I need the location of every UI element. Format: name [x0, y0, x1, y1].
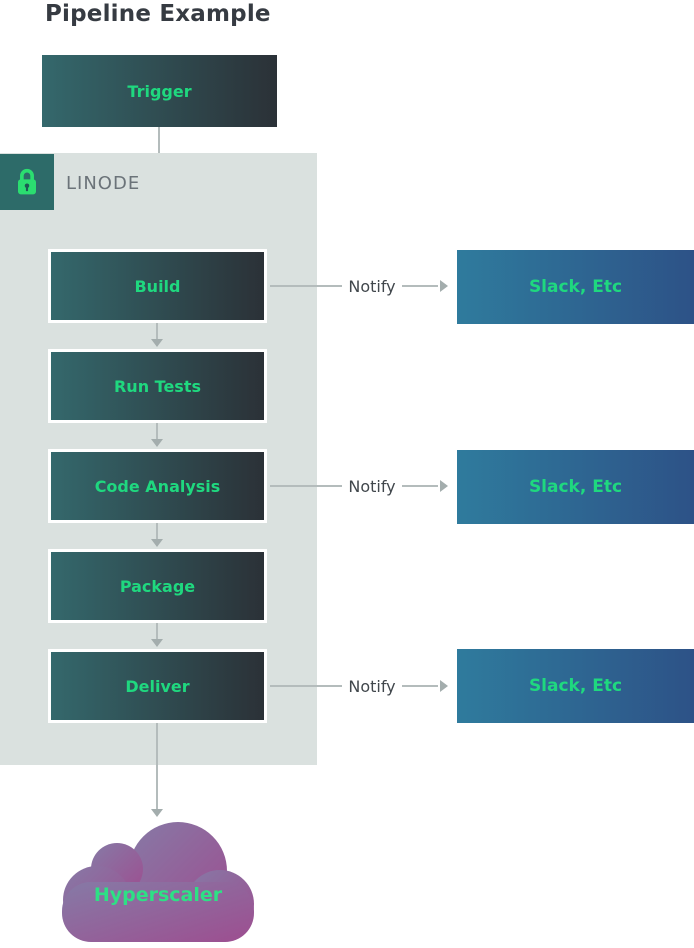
page-title: Pipeline Example	[45, 1, 271, 27]
arrow-run-tests-to-code-analysis	[151, 423, 163, 447]
arrow-head-down-icon	[151, 809, 163, 817]
arrow-build-to-run-tests	[151, 323, 163, 347]
arrow-line	[402, 485, 438, 487]
notify-label-deliver: Notify	[348, 677, 396, 696]
step-box-build: Build	[48, 249, 267, 323]
lock-icon	[18, 168, 36, 195]
slack-label: Slack, Etc	[528, 676, 623, 696]
arrow-line	[156, 623, 158, 639]
lock-badge	[0, 154, 54, 210]
arrow-line	[402, 285, 438, 287]
slack-label: Slack, Etc	[528, 477, 623, 497]
step-label: Build	[134, 276, 181, 296]
arrow-code-analysis-to-package	[151, 523, 163, 547]
step-label: Code Analysis	[94, 476, 221, 496]
notify-line-code-analysis	[270, 485, 342, 487]
arrow-package-to-deliver	[151, 623, 163, 647]
arrow-head-right-icon	[440, 480, 448, 492]
cloud-icon	[62, 822, 254, 942]
step-label: Package	[119, 576, 196, 596]
arrow-line	[402, 685, 438, 687]
notify-arrow-deliver	[402, 680, 448, 692]
arrow-head-down-icon	[151, 439, 163, 447]
step-box-package: Package	[48, 549, 267, 623]
slack-label: Slack, Etc	[528, 277, 623, 297]
notify-arrow-build	[402, 280, 448, 292]
arrow-head-right-icon	[440, 680, 448, 692]
cloud-label: Hyperscaler	[93, 884, 223, 906]
slack-box-build: Slack, Etc	[457, 250, 694, 324]
arrow-head-right-icon	[440, 280, 448, 292]
arrow-head-down-icon	[151, 639, 163, 647]
notify-line-build	[270, 285, 342, 287]
arrow-deliver-to-hyperscaler	[151, 723, 163, 817]
arrow-line	[156, 523, 158, 539]
linode-label: LINODE	[66, 173, 141, 194]
step-box-run-tests: Run Tests	[48, 349, 267, 423]
arrow-line	[156, 723, 158, 809]
arrow-head-down-icon	[151, 339, 163, 347]
step-box-deliver: Deliver	[48, 649, 267, 723]
slack-box-deliver: Slack, Etc	[457, 649, 694, 723]
notify-line-deliver	[270, 685, 342, 687]
arrow-line	[156, 323, 158, 339]
step-label: Deliver	[125, 676, 190, 696]
hyperscaler-cloud: Hyperscaler	[60, 820, 256, 944]
arrow-head-down-icon	[151, 539, 163, 547]
step-box-code-analysis: Code Analysis	[48, 449, 267, 523]
trigger-box: Trigger	[42, 55, 277, 127]
notify-label-build: Notify	[348, 277, 396, 296]
slack-box-code-analysis: Slack, Etc	[457, 450, 694, 524]
step-label: Run Tests	[113, 376, 201, 396]
trigger-label: Trigger	[127, 81, 192, 101]
notify-label-code-analysis: Notify	[348, 477, 396, 496]
notify-arrow-code-analysis	[402, 480, 448, 492]
arrow-line	[156, 423, 158, 439]
